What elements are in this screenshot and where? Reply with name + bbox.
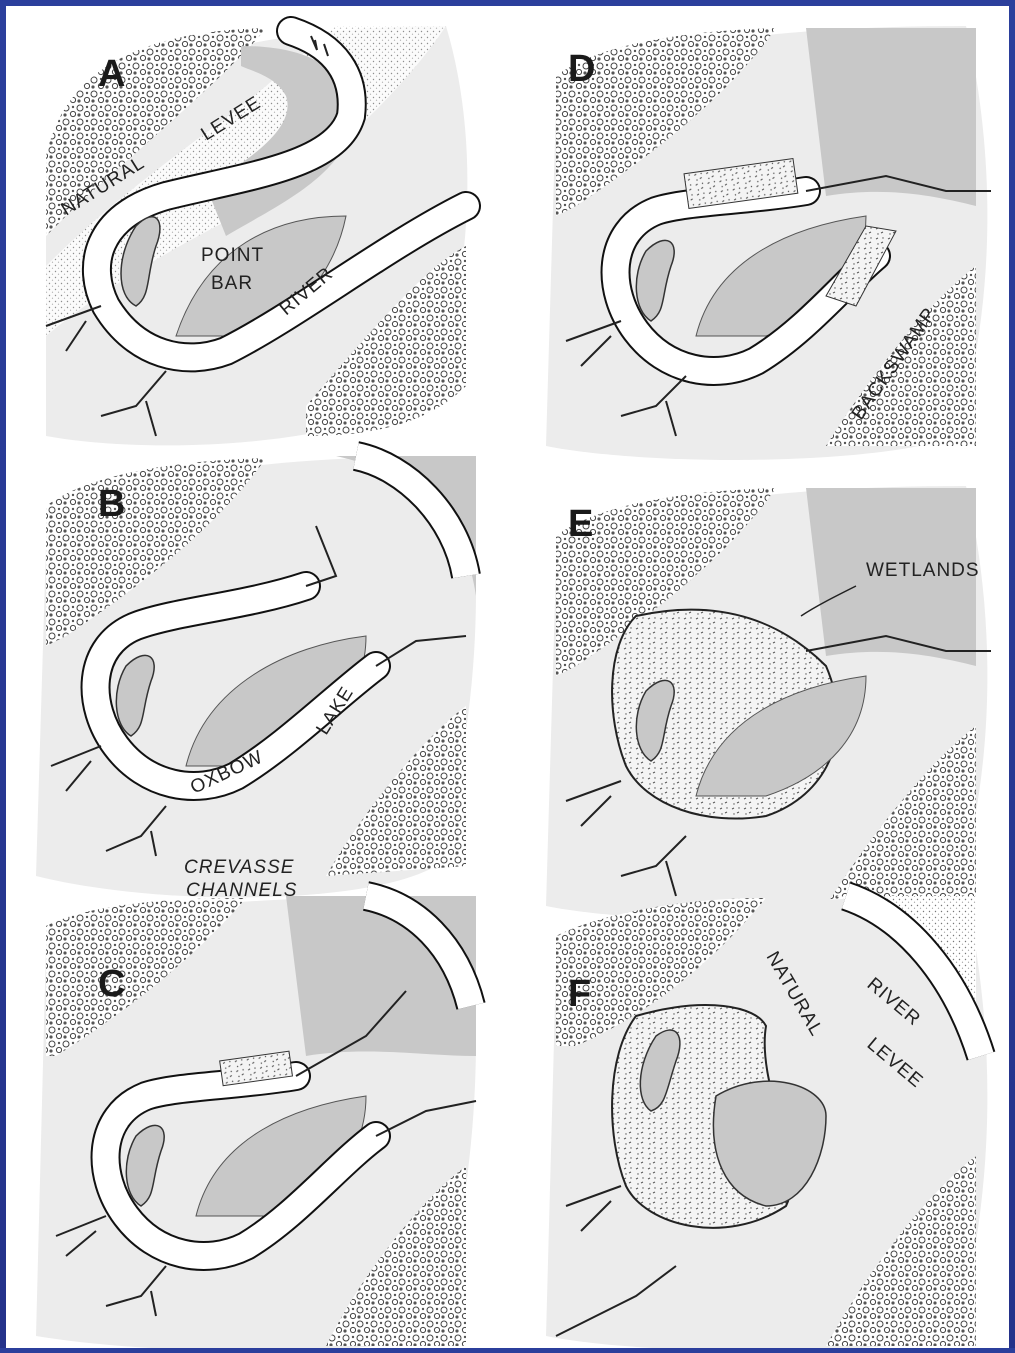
panel-f: F NATURAL RIVER LEVEE	[546, 896, 987, 1348]
panel-b: B OXBOW LAKE CREVASSE CHANNELS	[36, 456, 476, 901]
panel-label-c: C	[98, 963, 125, 1005]
panel-a: A NATURAL LEVEE POINT BAR RIVER	[46, 26, 467, 445]
panel-label-f: F	[568, 973, 591, 1015]
panel-d: D BACKSWAMP	[546, 26, 991, 460]
label-point: POINT	[201, 245, 264, 266]
label-wetlands: WETLANDS	[866, 560, 980, 581]
oxbow-diagram: A NATURAL LEVEE POINT BAR RIVER B OXBOW …	[6, 6, 1009, 1348]
label-crevasse: CREVASSE	[184, 857, 294, 878]
panel-label-e: E	[568, 503, 593, 545]
label-channels: CHANNELS	[186, 880, 297, 901]
diagram-sheet: A NATURAL LEVEE POINT BAR RIVER B OXBOW …	[6, 6, 1009, 1348]
panel-label-b: B	[98, 483, 125, 525]
panel-label-d: D	[568, 48, 595, 90]
panel-e: E WETLANDS	[546, 486, 991, 920]
label-bar: BAR	[211, 273, 253, 294]
panel-label-a: A	[98, 53, 125, 95]
panel-c: C	[36, 896, 476, 1348]
